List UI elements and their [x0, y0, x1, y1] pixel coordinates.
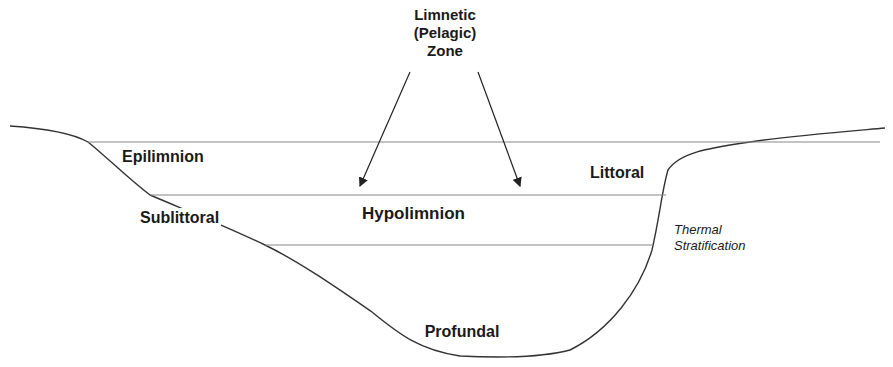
- leader-arrow: [360, 72, 410, 186]
- basin-outline: [10, 126, 885, 357]
- leader-arrow: [478, 72, 520, 186]
- layer-name: Hypolimnion: [360, 204, 467, 224]
- thermocline-top: [150, 194, 666, 195]
- note-label: Thermal Stratification: [672, 222, 748, 253]
- water-surface: [88, 141, 880, 142]
- zone-name: Littoral: [588, 163, 646, 182]
- zone-heading: Limnetic (Pelagic) Zone: [412, 6, 479, 60]
- zone-name: Profundal: [423, 322, 502, 341]
- zone-name: Sublittoral: [138, 208, 221, 227]
- thermocline-bottom: [265, 244, 653, 245]
- layer-name: Epilimnion: [120, 147, 206, 166]
